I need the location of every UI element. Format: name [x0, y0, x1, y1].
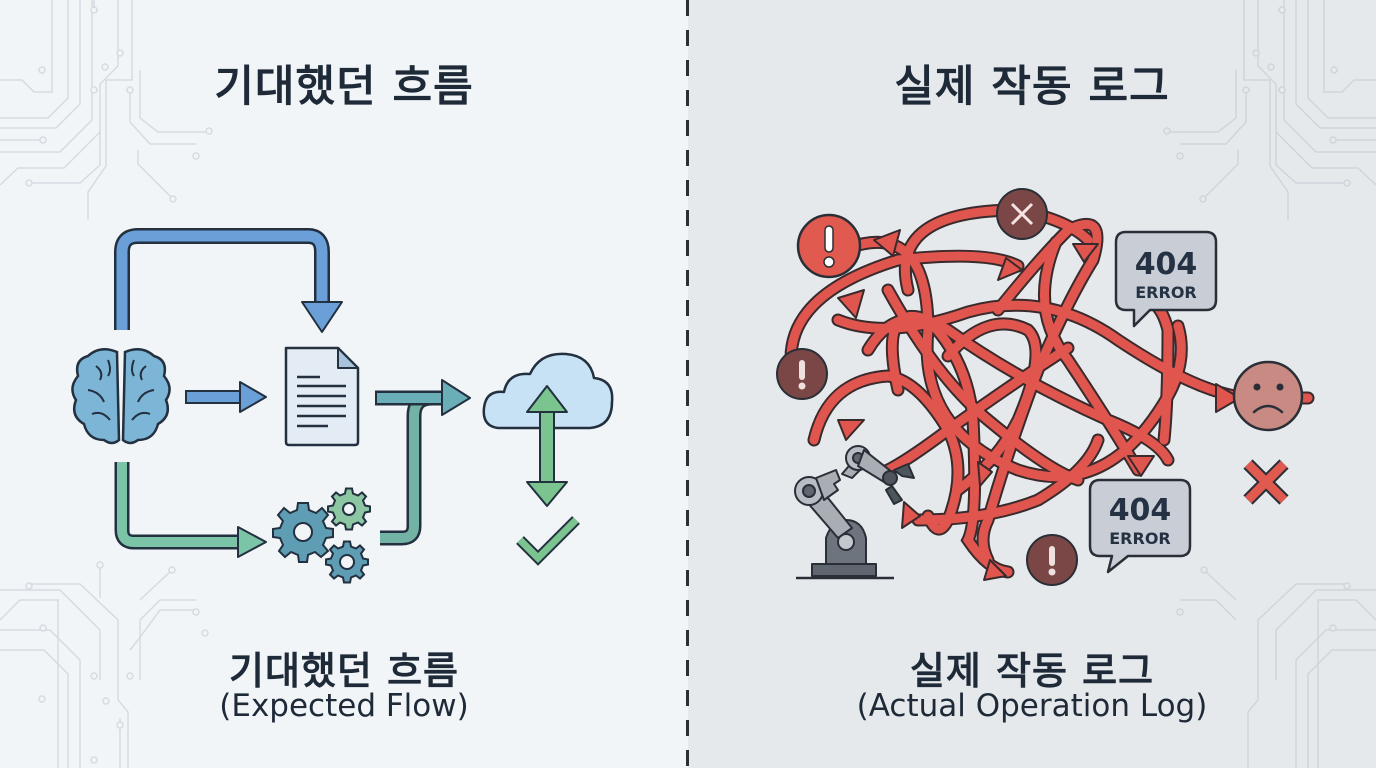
tangled-log-diagram: 404 ERROR 404 ERROR: [776, 188, 1376, 586]
exclamation-icon: [796, 213, 862, 279]
tangle-arrowheads: [837, 229, 1241, 581]
circuit-decoration-left: [0, 0, 213, 768]
sync-double-arrow: [526, 385, 568, 507]
brain-icon: [71, 348, 171, 445]
x-circle-icon: [996, 188, 1048, 240]
error-code: 404: [1109, 493, 1172, 528]
document-icon: [284, 346, 360, 447]
right-caption-english: (Actual Operation Log): [856, 688, 1208, 724]
broken-robot-arm-icon: [794, 445, 915, 580]
left-caption-english: (Expected Flow): [219, 688, 469, 724]
dashed-divider: [686, 0, 689, 768]
checkmark-icon: [516, 516, 580, 566]
expected-flow-diagram: [71, 228, 614, 584]
exclamation-icon: [1026, 534, 1078, 586]
error-label: ERROR: [1135, 283, 1197, 302]
error-code: 404: [1135, 247, 1198, 282]
merge-arrow: [375, 379, 471, 546]
brain-to-document-arrow: [185, 381, 267, 413]
gears-icon: [272, 487, 371, 584]
circuit-decoration-right: [1163, 0, 1376, 768]
tangled-arrow-lines: [791, 210, 1308, 572]
brain-to-gears-arrow: [114, 462, 267, 558]
sad-face-icon: [1232, 360, 1304, 432]
error-label: ERROR: [1109, 529, 1171, 548]
x-mark-icon: [1243, 459, 1289, 505]
exclamation-icon: [776, 348, 828, 400]
expected-flow-panel: 기대했던 흐름: [0, 0, 614, 768]
right-caption-korean: 실제 작동 로그: [909, 649, 1155, 693]
error-bubble-bottom: 404 ERROR: [1088, 478, 1192, 574]
error-bubble-top: 404 ERROR: [1114, 230, 1218, 328]
left-title: 기대했던 흐름: [214, 62, 474, 112]
actual-log-panel: 실제 작동 로그: [688, 0, 1376, 768]
top-loop-arrow: [114, 228, 343, 333]
right-title: 실제 작동 로그: [894, 62, 1170, 112]
left-caption-korean: 기대했던 흐름: [229, 649, 459, 693]
